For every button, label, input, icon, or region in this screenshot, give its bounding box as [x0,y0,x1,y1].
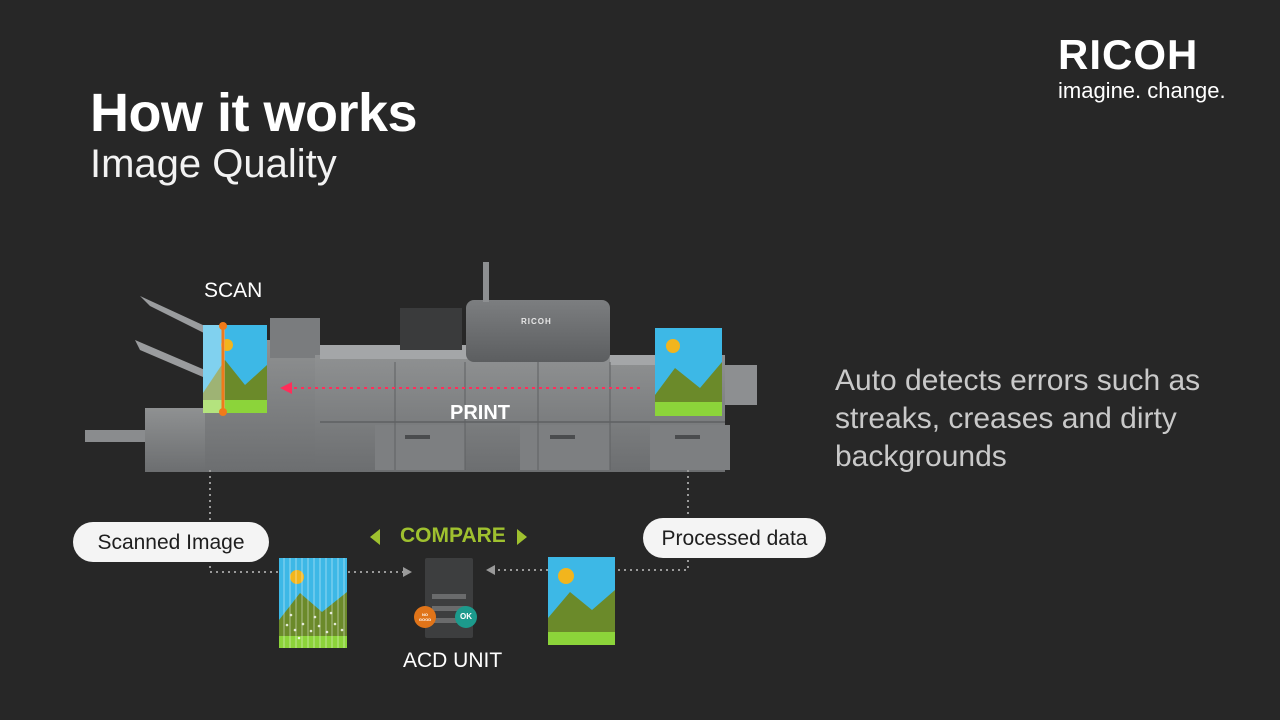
ricoh-tagline: imagine. change. [1058,78,1226,103]
compare-label: COMPARE [400,524,506,547]
acd-unit-icon [414,558,477,638]
page-subtitle: Image Quality [90,142,337,186]
processed-source-icon [655,328,722,416]
connector-lines [209,470,689,573]
print-arrow [280,382,640,394]
scanned-image-pill: Scanned Image [73,522,269,562]
printer-badge: RICOH [521,317,552,326]
page-title: How it works [90,83,418,143]
ok-badge: OK [460,612,472,621]
scanned-image-icon [279,558,347,648]
compare-right-arrow [517,529,527,545]
description-text: Auto detects errors such as streaks, cre… [835,364,1201,473]
compare-left-arrow [370,529,380,545]
print-label: PRINT [450,402,510,424]
no-good-badge: NO GOOD [418,612,432,622]
processed-image-icon [548,557,615,645]
scan-label: SCAN [204,279,263,302]
ricoh-logo: RICOH [1058,31,1199,78]
processed-data-pill: Processed data [643,518,826,558]
scan-image-icon [203,322,267,416]
acd-unit-label: ACD UNIT [403,649,503,672]
